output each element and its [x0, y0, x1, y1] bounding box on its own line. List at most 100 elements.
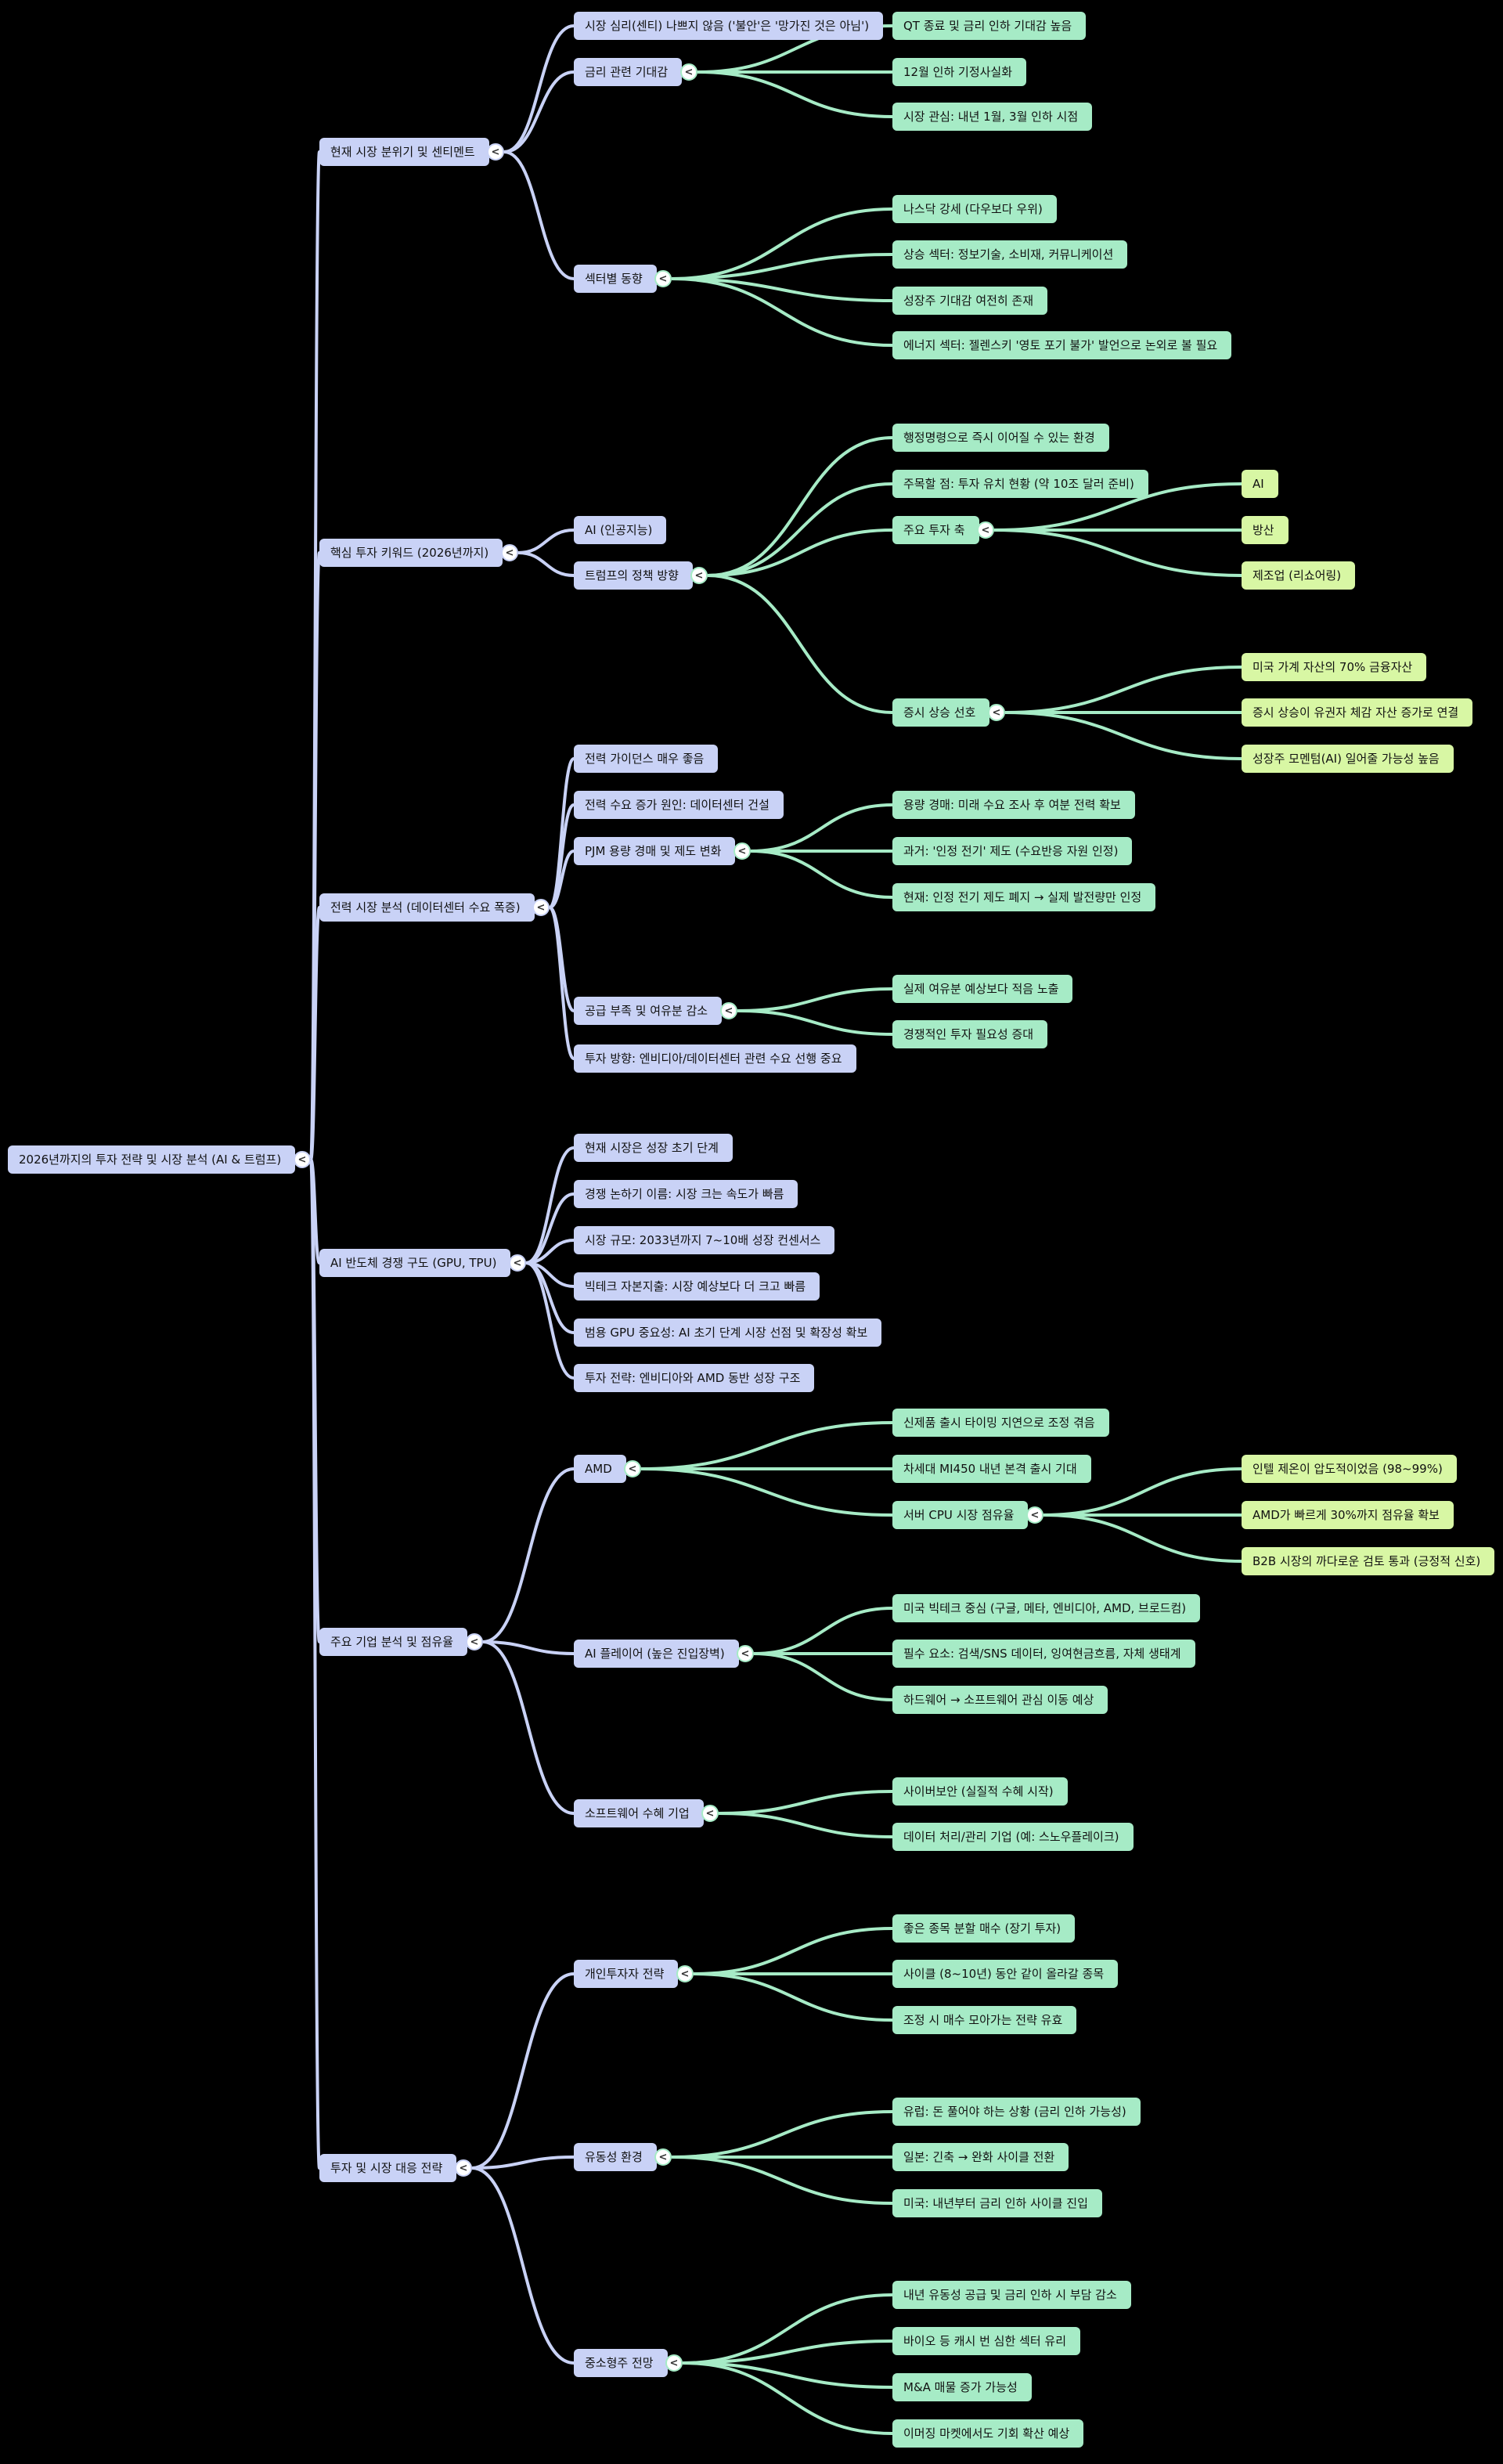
branch-link: [517, 551, 575, 577]
collapse-toggle-icon[interactable]: <: [690, 567, 708, 584]
branch-link: [693, 1927, 893, 1975]
topic-node-level-2[interactable]: 전력 가이던스 매우 좋음: [574, 745, 719, 773]
topic-node-level-2[interactable]: AI 플레이어 (높은 진입장벽): [574, 1640, 739, 1668]
collapse-toggle-icon[interactable]: <: [509, 1254, 526, 1272]
topic-node-level-2[interactable]: 트럼프의 정책 방향: [574, 561, 693, 590]
topic-node-level-2[interactable]: 소프트웨어 수혜 기업: [574, 1799, 704, 1827]
collapse-toggle-icon[interactable]: <: [501, 544, 518, 561]
collapse-toggle-icon[interactable]: <: [1026, 1506, 1043, 1524]
topic-node-level-3[interactable]: 미국 빅테크 중심 (구글, 메타, 엔비디아, AMD, 브로드컴): [892, 1594, 1201, 1622]
branch-link: [671, 253, 893, 280]
topic-node-level-2[interactable]: PJM 용량 경매 및 제도 변화: [574, 837, 736, 865]
topic-node-level-3[interactable]: 조정 시 매수 모아가는 전략 유효: [892, 2006, 1077, 2034]
topic-node-level-4[interactable]: 제조업 (리쇼어링): [1242, 561, 1356, 590]
topic-node-level-3[interactable]: 차세대 MI450 내년 본격 출시 기대: [892, 1455, 1091, 1483]
collapse-toggle-icon[interactable]: <: [665, 2354, 683, 2372]
topic-node-level-2[interactable]: 중소형주 전망: [574, 2349, 668, 2377]
topic-node-level-2[interactable]: 범용 GPU 중요성: AI 초기 단계 시장 선점 및 확장성 확보: [574, 1319, 882, 1347]
topic-node-level-4[interactable]: 미국 가계 자산의 70% 금융자산: [1242, 653, 1427, 681]
collapse-toggle-icon[interactable]: <: [680, 63, 697, 81]
topic-node-level-3[interactable]: 필수 요소: 검색/SNS 데이터, 잉여현금흐름, 자체 생태계: [892, 1640, 1195, 1668]
topic-node-level-3[interactable]: 경쟁적인 투자 필요성 증대: [892, 1020, 1048, 1048]
topic-node-level-3[interactable]: M&A 매물 증가 가능성: [892, 2373, 1032, 2401]
node-label: 성장주 기대감 여전히 존재: [903, 294, 1034, 308]
topic-node-level-3[interactable]: 데이터 처리/관리 기업 (예: 스노우플레이크): [892, 1823, 1134, 1851]
collapse-toggle-icon[interactable]: <: [676, 1965, 694, 1982]
topic-node-level-2[interactable]: 시장 규모: 2033년까지 7~10배 성장 컨센서스: [574, 1226, 835, 1254]
topic-node-level-4[interactable]: AMD가 빠르게 30%까지 점유율 확보: [1242, 1501, 1454, 1529]
topic-node-level-2[interactable]: 투자 방향: 엔비디아/데이터센터 관련 수요 선행 중요: [574, 1044, 856, 1073]
topic-node-level-4[interactable]: 성장주 모멘텀(AI) 일어줄 가능성 높음: [1242, 745, 1454, 773]
topic-node-level-3[interactable]: 용량 경매: 미래 수요 조사 후 여분 전력 확보: [892, 791, 1135, 819]
collapse-toggle-icon[interactable]: <: [720, 1002, 737, 1019]
topic-node-level-3[interactable]: 하드웨어 → 소프트웨어 관심 이동 예상: [892, 1686, 1108, 1714]
collapse-toggle-icon[interactable]: <: [487, 143, 504, 161]
topic-node-level-3[interactable]: 과거: '인정 전기' 제도 (수요반응 자원 인정): [892, 837, 1133, 865]
collapse-toggle-icon[interactable]: <: [977, 521, 994, 539]
topic-node-level-2[interactable]: 투자 전략: 엔비디아와 AMD 동반 성장 구조: [574, 1364, 815, 1392]
collapse-toggle-icon[interactable]: <: [733, 842, 751, 860]
topic-node-level-3[interactable]: 나스닥 강세 (다우보다 우위): [892, 195, 1057, 223]
topic-node-level-3[interactable]: 신제품 출시 타이밍 지연으로 조정 겪음: [892, 1409, 1109, 1437]
topic-node-level-2[interactable]: 시장 심리(센티) 나쁘지 않음 ('불안'은 '망가진 것은 아님'): [574, 12, 884, 40]
topic-node-level-3[interactable]: 유럽: 돈 풀어야 하는 상황 (금리 인하 가능성): [892, 2098, 1141, 2126]
topic-node-level-2[interactable]: AI (인공지능): [574, 516, 667, 544]
topic-node-level-3[interactable]: 좋은 종목 분할 매수 (장기 투자): [892, 1914, 1076, 1943]
topic-node-level-3[interactable]: 주요 투자 축: [892, 516, 979, 544]
topic-node-level-4[interactable]: 방산: [1242, 516, 1289, 544]
topic-node-level-3[interactable]: 성장주 기대감 여전히 존재: [892, 287, 1048, 315]
topic-node-level-3[interactable]: 바이오 등 캐시 번 심한 섹터 유리: [892, 2327, 1081, 2355]
topic-node-level-1[interactable]: 주요 기업 분석 및 점유율: [319, 1628, 468, 1656]
topic-node-level-3[interactable]: 주목할 점: 투자 유치 현황 (약 10조 달러 준비): [892, 470, 1148, 498]
topic-node-level-2[interactable]: 전력 수요 증가 원인: 데이터센터 건설: [574, 791, 784, 819]
topic-node-level-3[interactable]: 에너지 섹터: 젤렌스키 '영토 포기 불가' 발언으로 논외로 볼 필요: [892, 331, 1232, 359]
topic-node-level-3[interactable]: 실제 여유분 예상보다 적음 노출: [892, 975, 1073, 1003]
topic-node-level-3[interactable]: 미국: 내년부터 금리 인하 사이클 진입: [892, 2189, 1102, 2217]
collapse-toggle-icon[interactable]: <: [466, 1633, 483, 1650]
topic-node-level-3[interactable]: 사이클 (8~10년) 동안 같이 올라갈 종목: [892, 1960, 1119, 1988]
topic-node-level-3[interactable]: 일본: 긴축 → 완화 사이클 전환: [892, 2143, 1069, 2171]
topic-node-level-2[interactable]: AMD: [574, 1455, 626, 1483]
topic-node-level-4[interactable]: B2B 시장의 까다로운 검토 통과 (긍정적 신호): [1242, 1547, 1495, 1575]
topic-node-level-3[interactable]: 상승 섹터: 정보기술, 소비재, 커뮤니케이션: [892, 240, 1128, 269]
topic-node-level-2[interactable]: 경쟁 논하기 이름: 시장 크는 속도가 빠름: [574, 1180, 798, 1208]
topic-node-level-2[interactable]: 섹터별 동향: [574, 265, 657, 293]
topic-node-level-2[interactable]: 개인투자자 전략: [574, 1960, 679, 1988]
topic-node-level-3[interactable]: 내년 유동성 공급 및 금리 인하 시 부담 감소: [892, 2281, 1131, 2309]
topic-node-level-3[interactable]: 행정명령으로 즉시 이어질 수 있는 환경: [892, 424, 1109, 452]
topic-node-level-2[interactable]: 금리 관련 기대감: [574, 58, 683, 86]
topic-node-level-2[interactable]: 빅테크 자본지출: 시장 예상보다 더 크고 빠름: [574, 1272, 820, 1301]
topic-node-level-2[interactable]: 유동성 환경: [574, 2143, 657, 2171]
topic-node-level-4[interactable]: 증시 상승이 유권자 체감 자산 증가로 연결: [1242, 698, 1473, 727]
topic-node-level-1[interactable]: AI 반도체 경쟁 구도 (GPU, TPU): [319, 1249, 511, 1277]
topic-node-level-3[interactable]: 사이버보안 (실질적 수혜 시작): [892, 1777, 1068, 1806]
topic-node-level-2[interactable]: 공급 부족 및 여유분 감소: [574, 997, 723, 1025]
collapse-toggle-icon[interactable]: <: [654, 270, 672, 287]
topic-node-level-3[interactable]: 이머징 마켓에서도 기회 확산 예상: [892, 2419, 1084, 2448]
root-node[interactable]: 2026년까지의 투자 전략 및 시장 분석 (AI & 트럼프): [8, 1145, 296, 1174]
collapse-toggle-icon[interactable]: <: [701, 1805, 719, 1822]
topic-node-level-1[interactable]: 핵심 투자 키워드 (2026년까지): [319, 539, 503, 567]
collapse-toggle-icon[interactable]: <: [624, 1460, 641, 1477]
topic-node-level-1[interactable]: 현재 시장 분위기 및 센티멘트: [319, 138, 489, 166]
topic-node-level-3[interactable]: 현재: 인정 전기 제도 폐지 → 실제 발전량만 인정: [892, 883, 1156, 911]
collapse-toggle-icon[interactable]: <: [455, 2159, 472, 2177]
topic-node-level-4[interactable]: AI: [1242, 470, 1278, 498]
node-label: 섹터별 동향: [585, 272, 643, 286]
collapse-toggle-icon[interactable]: <: [532, 899, 550, 916]
topic-node-level-3[interactable]: 증시 상승 선호: [892, 698, 990, 727]
topic-node-level-2[interactable]: 현재 시장은 성장 초기 단계: [574, 1134, 733, 1162]
topic-node-level-3[interactable]: 12월 인하 기정사실화: [892, 58, 1027, 86]
node-label: 일본: 긴축 → 완화 사이클 전환: [903, 2150, 1055, 2164]
collapse-toggle-icon[interactable]: <: [737, 1645, 754, 1662]
collapse-toggle-icon[interactable]: <: [988, 704, 1005, 721]
collapse-toggle-icon[interactable]: <: [654, 2148, 672, 2166]
topic-node-level-4[interactable]: 인텔 제온이 압도적이었음 (98~99%): [1242, 1455, 1457, 1483]
topic-node-level-1[interactable]: 투자 및 시장 대응 전략: [319, 2154, 457, 2182]
topic-node-level-1[interactable]: 전력 시장 분석 (데이터센터 수요 폭증): [319, 893, 535, 922]
topic-node-level-3[interactable]: QT 종료 및 금리 인하 기대감 높음: [892, 12, 1087, 40]
topic-node-level-3[interactable]: 서버 CPU 시장 점유율: [892, 1501, 1029, 1529]
topic-node-level-3[interactable]: 시장 관심: 내년 1월, 3월 인하 시점: [892, 103, 1093, 131]
collapse-toggle-icon[interactable]: <: [294, 1151, 311, 1168]
